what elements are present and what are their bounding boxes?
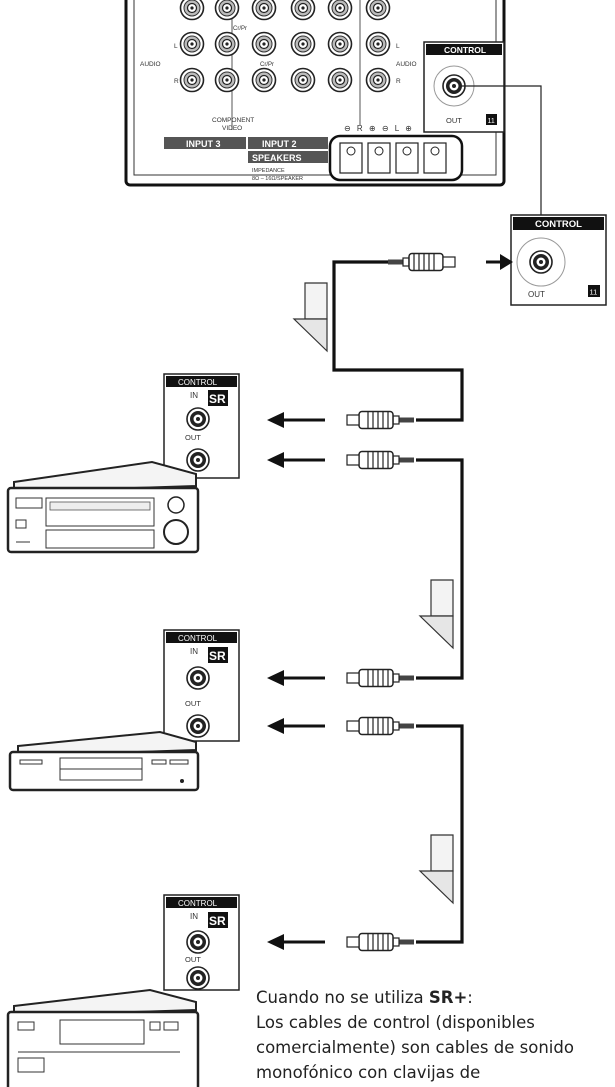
device-1-in-label: IN xyxy=(190,391,198,400)
speakers-label: SPEAKERS xyxy=(252,153,302,163)
note-line-1-prefix: Cuando no se utiliza xyxy=(256,988,429,1007)
arrow-into-device1-out xyxy=(267,452,325,468)
device-2-control-label: CONTROL xyxy=(178,634,218,643)
arrow-into-device2-in xyxy=(267,670,325,686)
receiver-control-out-jack xyxy=(442,74,466,98)
impedance-label-line2: 8Ω – 16Ω/SPEAKER xyxy=(252,176,303,182)
receiver-rear-panel: Cr/Pr Cr/Pr AUDIO L R AUDIO L R COMPONEN… xyxy=(124,0,506,187)
device-3-control-panel: CONTROL IN SR OUT xyxy=(163,894,240,991)
note-line-2: Los cables de control (disponibles xyxy=(256,1013,535,1032)
device-3-player-illustration xyxy=(6,988,200,1087)
note-line-1-suffix: : xyxy=(467,988,473,1007)
device-1-control-panel: CONTROL IN SR OUT xyxy=(163,373,240,479)
arrow-into-device3-in xyxy=(267,934,325,950)
callout-leader-line xyxy=(462,85,542,262)
video-label: VIDEO xyxy=(222,125,242,132)
device-2: CONTROL IN SR OUT xyxy=(8,629,240,792)
signal-flow-arrow-1 xyxy=(293,282,328,352)
callout-out-label: OUT xyxy=(528,290,545,299)
usage-note: Cuando no se utiliza SR+: Los cables de … xyxy=(256,985,615,1085)
impedance-label-line1: IMPEDANCE xyxy=(252,168,285,174)
receiver-control-panel: CONTROL OUT 11 xyxy=(423,41,505,133)
device-1-out-label: OUT xyxy=(185,433,201,442)
cable-device2-to-device3 xyxy=(346,716,464,952)
channel-r-label-right: R xyxy=(396,78,401,85)
device-2-out-label: OUT xyxy=(185,699,201,708)
device-1-control-out-jack xyxy=(186,448,210,472)
note-line-1: Cuando no se utiliza SR+: xyxy=(256,985,615,1010)
device-3-in-label: IN xyxy=(190,912,198,921)
arrow-into-device2-out xyxy=(267,718,325,734)
receiver-control-out-label: OUT xyxy=(446,116,462,125)
device-1: CONTROL IN SR OUT xyxy=(6,373,240,554)
cr-pr-label-mid: Cr/Pr xyxy=(260,62,274,68)
receiver-control-label: CONTROL xyxy=(444,45,486,55)
input3-label: INPUT 3 xyxy=(186,139,221,149)
callout-control-out-jack xyxy=(529,250,553,274)
cable-device1-to-device2 xyxy=(346,450,464,688)
device-3-sr-badge: SR xyxy=(209,914,226,928)
signal-flow-arrow-3 xyxy=(419,834,454,904)
note-line-4: monofónico con clavijas de xyxy=(256,1063,481,1082)
cable-receiver-to-device1 xyxy=(332,252,513,430)
component-label: COMPONENT xyxy=(212,117,254,124)
device-2-control-out-jack xyxy=(186,714,210,738)
terminal-polarity-labels: ⊖ R ⊕ ⊖ L ⊕ xyxy=(344,124,414,133)
device-1-sr-badge: SR xyxy=(209,392,226,406)
device-3: CONTROL IN SR OUT xyxy=(6,894,240,1087)
device-1-cd-player-illustration xyxy=(6,460,200,554)
device-2-control-in-jack xyxy=(186,666,210,690)
speaker-terminal-block: ⊖ R ⊕ ⊖ L ⊕ xyxy=(328,124,464,182)
audio-label-right: AUDIO xyxy=(396,61,417,68)
channel-l-label-left: L xyxy=(174,43,178,50)
audio-label-left: AUDIO xyxy=(140,61,161,68)
device-2-in-label: IN xyxy=(190,647,198,656)
device-1-control-label: CONTROL xyxy=(178,378,218,387)
arrow-into-device1-in xyxy=(267,412,325,428)
device-3-control-out-jack xyxy=(186,966,210,990)
control-out-callout: CONTROL OUT 11 xyxy=(510,214,607,306)
callout-control-label: CONTROL xyxy=(535,219,582,230)
device-2-sr-badge: SR xyxy=(209,649,226,663)
note-sr-plus-text: SR+ xyxy=(428,988,468,1007)
receiver-control-num: 11 xyxy=(488,118,495,125)
note-line-3: comercialmente) son cables de sonido xyxy=(256,1038,574,1057)
cr-pr-label-top: Cr/Pr xyxy=(233,26,247,32)
channel-r-label-left: R xyxy=(174,78,179,85)
input2-label: INPUT 2 xyxy=(262,139,297,149)
signal-flow-arrow-2 xyxy=(419,579,454,649)
device-3-out-label: OUT xyxy=(185,955,201,964)
device-3-control-label: CONTROL xyxy=(178,899,218,908)
callout-num: 11 xyxy=(590,288,598,297)
device-2-control-panel: CONTROL IN SR OUT xyxy=(163,629,240,742)
device-3-control-in-jack xyxy=(186,930,210,954)
device-1-control-in-jack xyxy=(186,407,210,431)
channel-l-label-right: L xyxy=(396,43,400,50)
device-2-tape-deck-illustration xyxy=(8,730,200,792)
